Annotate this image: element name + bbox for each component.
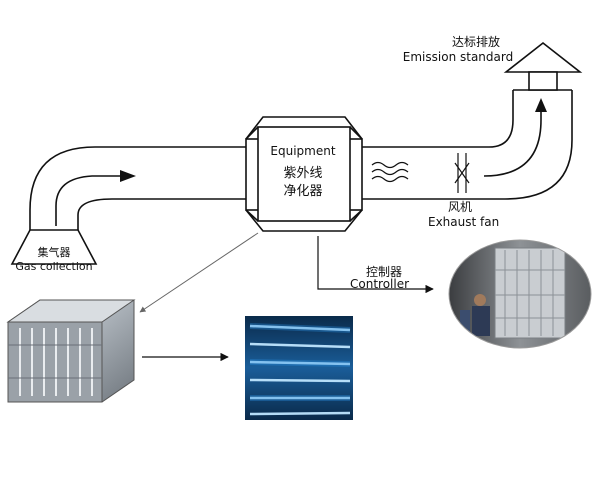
exhaust-fan-icon — [454, 153, 470, 193]
emission-en-label: Emission standard — [403, 50, 513, 64]
inlet-flow-arrow — [55, 175, 126, 226]
exhaust-fan-cn-label: 风机 — [448, 200, 472, 214]
installation-site-photo — [448, 239, 592, 349]
gas-collection-hood — [10, 229, 98, 265]
gas-collection-en-label: Gas collection — [15, 260, 92, 273]
uv-purifier-equipment — [245, 116, 363, 232]
equipment-en-label: Equipment — [270, 144, 335, 158]
inlet-flow-arrowhead — [120, 170, 136, 182]
inlet-duct — [29, 146, 246, 232]
equipment-cn-label-line1: 紫外线 — [283, 166, 322, 181]
exhaust-fan-en-label: Exhaust fan — [428, 215, 499, 229]
gas-collection-cn-label: 集气器 — [38, 245, 71, 259]
equipment-to-unit-pointer — [139, 232, 259, 313]
outlet-flow-arrowhead — [535, 98, 547, 112]
chimney-cap — [503, 41, 583, 91]
equipment-cn-label-line2: 净化器 — [283, 184, 322, 199]
uv-unit-photo — [6, 299, 136, 403]
uv-lamp-photo — [245, 316, 353, 420]
airflow-wave-icon — [371, 161, 409, 183]
outlet-flow-arrow — [483, 108, 542, 177]
emission-cn-label: 达标排放 — [452, 34, 500, 49]
controller-en-label: Controller — [350, 277, 409, 291]
controller-cn-label: 控制器 — [366, 265, 402, 279]
controller-connector-line — [317, 236, 434, 294]
